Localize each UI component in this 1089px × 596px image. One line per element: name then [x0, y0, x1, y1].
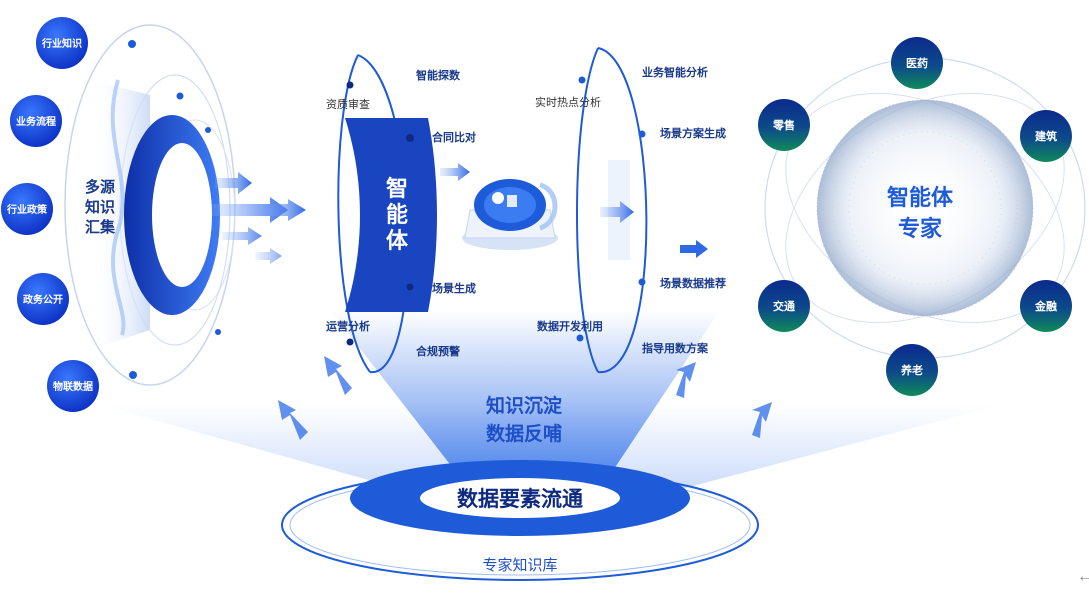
expert-domain-label: 建筑 — [1035, 129, 1057, 143]
feedback-text-line-1: 知识沉淀 — [486, 394, 563, 417]
source-node[interactable]: 行业政策 — [1, 183, 53, 235]
expert-domain-node[interactable]: 零售 — [758, 99, 810, 151]
source-node[interactable]: 物联数据 — [47, 360, 99, 412]
flow-arrow-icon — [680, 240, 708, 258]
source-node-label: 行业知识 — [41, 37, 82, 50]
expert-domain-node[interactable]: 建筑 — [1020, 110, 1072, 162]
flow-arrow-icon — [440, 163, 470, 181]
feedback-arrow-icon — [278, 356, 772, 440]
library-label: 专家知识库 — [482, 557, 557, 574]
flow-arrow-icon — [212, 172, 306, 264]
expert-domain-label: 金融 — [1034, 299, 1057, 313]
source-title-line-2: 知识 — [85, 198, 115, 216]
ai-device-illustration — [462, 179, 558, 250]
feedback-text-line-2: 数据反哺 — [486, 422, 562, 445]
agent-title-char: 智 — [386, 176, 408, 201]
source-node-label: 政务公开 — [23, 293, 63, 306]
expert-title-line-1: 智能体 — [887, 185, 954, 210]
expert-domain-node[interactable]: 养老 — [886, 344, 938, 396]
analysis-right-label: 业务智能分析 — [642, 65, 708, 79]
analysis-right-label: 场景数据推荐 — [660, 276, 726, 290]
source-aggregation — [64, 24, 236, 386]
agent-title-char: 能 — [386, 202, 408, 227]
feedback-beam-core — [330, 310, 720, 490]
expert-domain-label: 交通 — [773, 299, 795, 313]
analysis-ring — [576, 47, 648, 374]
source-node[interactable]: 行业知识 — [36, 17, 88, 69]
agent-right-label: 场景生成 — [432, 281, 476, 295]
expert-domain-node[interactable]: 金融 — [1020, 280, 1072, 332]
agent-block — [337, 54, 437, 374]
expert-domain-label: 医药 — [906, 56, 928, 70]
flow-arrow-icon — [600, 201, 634, 223]
agent-right-label: 合规预警 — [416, 344, 460, 358]
agent-right-label: 智能探数 — [416, 68, 461, 82]
expert-domain-node[interactable]: 医药 — [891, 37, 943, 89]
source-node-label: 业务流程 — [16, 115, 56, 128]
expert-title-line-2: 专家 — [898, 216, 943, 241]
source-title-line-1: 多源 — [85, 178, 115, 196]
source-title-line-3: 汇集 — [85, 218, 116, 236]
back-arrow-icon[interactable]: ← — [1077, 568, 1089, 585]
expert-domain-label: 养老 — [900, 363, 923, 377]
source-node[interactable]: 业务流程 — [10, 95, 62, 147]
agent-left-label: 资质审查 — [326, 97, 370, 111]
expert-domain-node[interactable]: 交通 — [758, 280, 810, 332]
source-node-label: 物联数据 — [53, 380, 93, 393]
source-node[interactable]: 政务公开 — [17, 273, 69, 325]
platform-base — [281, 460, 759, 581]
agent-title-char: 体 — [386, 228, 409, 253]
source-node-label: 行业政策 — [6, 203, 48, 216]
analysis-left-label: 实时热点分析 — [535, 95, 601, 109]
analysis-right-label: 指导用数方案 — [642, 341, 709, 355]
analysis-left-label: 数据开发利用 — [537, 319, 603, 333]
platform-title: 数据要素流通 — [457, 487, 583, 511]
agent-right-label: 合同比对 — [432, 130, 476, 144]
analysis-right-label: 场景方案生成 — [660, 126, 726, 140]
agent-left-label: 运营分析 — [326, 319, 370, 333]
expert-domain-label: 零售 — [772, 118, 795, 132]
